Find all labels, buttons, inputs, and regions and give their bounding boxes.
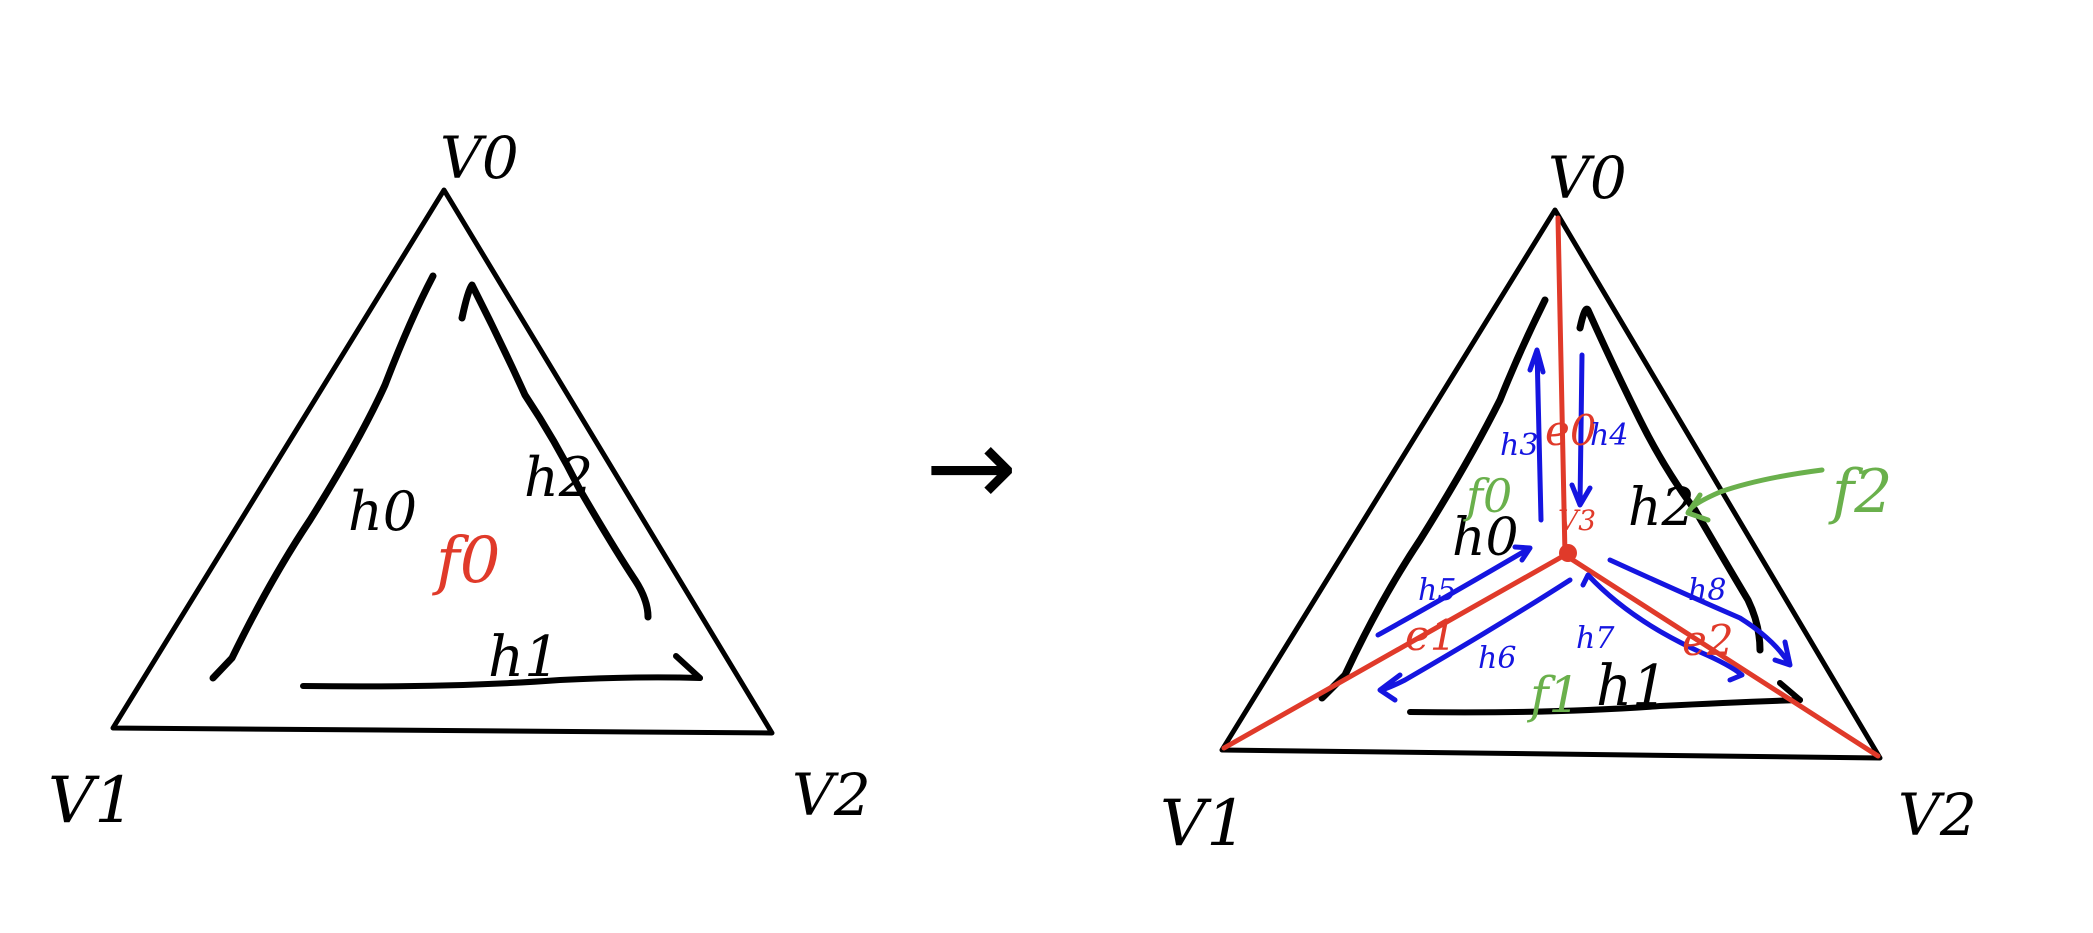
label-f2: f2 (1828, 457, 1892, 527)
left-label-h1: h1 (488, 625, 560, 690)
halfedge-h8-stroke (1607, 557, 1793, 668)
left-halfedge-h0-stroke (209, 272, 437, 682)
label-h7: h7 (1576, 621, 1615, 656)
label-e2: e2 (1682, 616, 1734, 665)
left-label-f0: f0 (432, 524, 500, 598)
label-f0: f0 (1463, 469, 1512, 523)
right-halfedge-h1-stroke (1407, 697, 1803, 716)
left-label-h0: h0 (348, 480, 417, 543)
edge-e1 (1221, 552, 1568, 751)
left-halfedge-h1-arrowhead (673, 653, 703, 681)
left-triangle-outline (110, 187, 775, 736)
right-triangle-outline (1219, 207, 1883, 761)
left-label-v2: V2 (792, 761, 871, 829)
label-e0: e0 (1545, 406, 1597, 455)
edge-e2 (1562, 552, 1881, 759)
right-label-h2: h2 (1628, 478, 1695, 538)
right-label-v0: V0 (1548, 144, 1627, 212)
left-label-v1: V1 (48, 764, 135, 838)
label-h3: h3 (1500, 428, 1538, 463)
transform-arrow: → (925, 403, 1017, 531)
label-h8: h8 (1688, 573, 1726, 608)
transform-arrow-glyph: → (925, 403, 1017, 531)
edge-e0 (1555, 215, 1568, 558)
right-label-h0: h0 (1452, 508, 1519, 568)
label-f1: f1 (1526, 666, 1580, 724)
halfedge-h3-stroke (1527, 347, 1546, 523)
right-triangle-diagram: V0 V1 V2 V3 h0 h2 h1 e0 e1 e2 h3 h4 h5 h… (1160, 144, 1977, 861)
right-label-h1: h1 (1596, 654, 1668, 719)
halfedge-h7-stroke (1580, 572, 1745, 683)
face-f2-pointer-arrow (1685, 467, 1825, 523)
right-label-v1: V1 (1160, 787, 1247, 861)
left-halfedge-h1-stroke (300, 674, 703, 690)
left-halfedge-h2-stroke (458, 281, 652, 621)
halfedge-h5-stroke (1375, 544, 1533, 638)
label-h5: h5 (1418, 573, 1456, 608)
label-h6: h6 (1478, 641, 1516, 676)
left-label-h2: h2 (524, 446, 593, 509)
right-halfedge-h1-arrowhead (1777, 680, 1803, 703)
left-triangle-diagram: V0 V1 V2 h0 h2 h1 f0 (48, 124, 871, 838)
halfedge-h4-stroke (1569, 352, 1593, 508)
vertex-v3-dot (1559, 544, 1577, 562)
right-label-v2: V2 (1898, 781, 1977, 849)
right-halfedge-h2-stroke (1576, 305, 1764, 654)
halfedge-h6-stroke (1377, 577, 1573, 703)
label-e1: e1 (1405, 611, 1457, 660)
right-label-v3: V3 (1558, 504, 1596, 537)
right-halfedge-h0-stroke (1318, 296, 1549, 702)
label-h4: h4 (1590, 418, 1628, 453)
left-label-v0: V0 (440, 124, 519, 192)
